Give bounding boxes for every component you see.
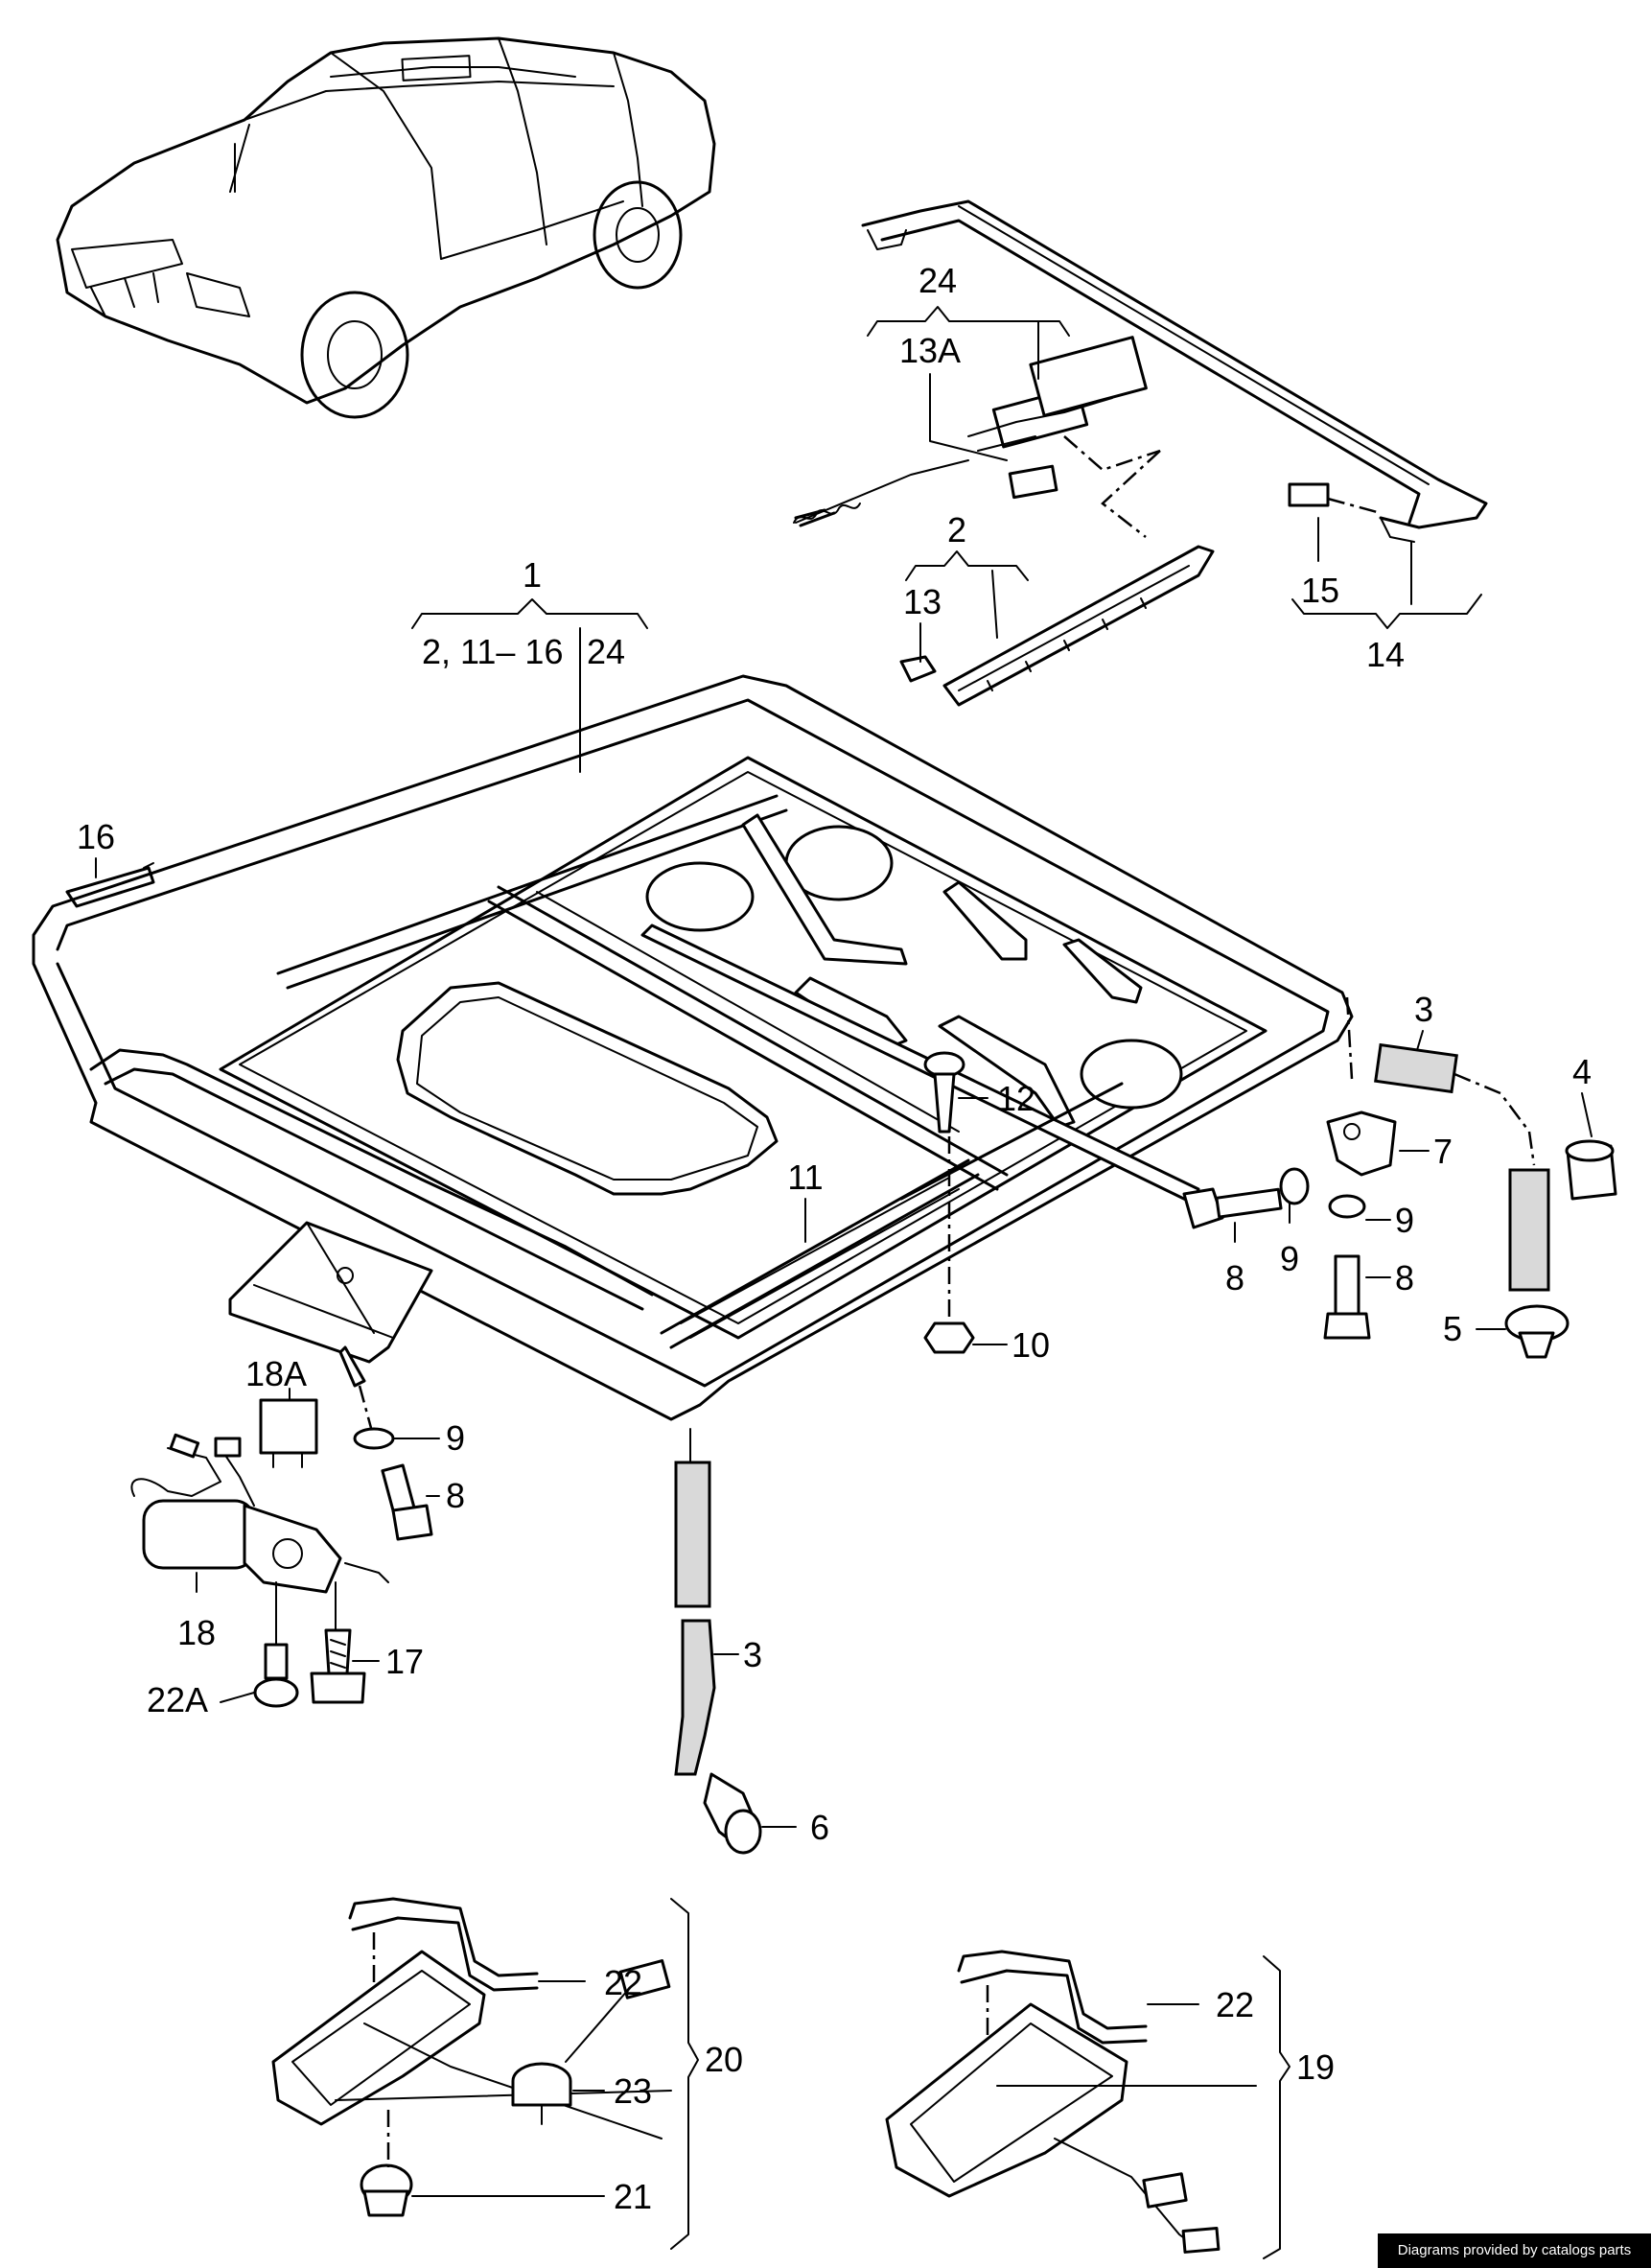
callout-19: 19	[1296, 2047, 1335, 2087]
callout-9-b: 9	[1280, 1239, 1299, 1278]
callout-11: 11	[787, 1157, 823, 1197]
callout-21: 21	[614, 2177, 652, 2216]
footer-credit: Diagrams provided by catalogs parts	[1378, 2233, 1651, 2268]
callout-13: 13	[903, 582, 942, 621]
callout-13a: 13A	[899, 331, 961, 370]
callout-7: 7	[1433, 1132, 1453, 1171]
sunroof-frame	[32, 674, 1354, 1421]
callout-4: 4	[1572, 1052, 1592, 1091]
callout-9-a: 9	[1395, 1201, 1414, 1240]
callout-labels: 1 2, 11– 16 24 24 13A 2 13 15 14 16 3 4 …	[77, 261, 1592, 2216]
switch-assembly-19	[885, 1950, 1257, 2254]
rail-end-16	[65, 862, 155, 908]
callout-8-bolt: 8	[1225, 1258, 1244, 1298]
callout-10: 10	[1012, 1325, 1050, 1365]
callout-22-left: 22	[604, 1963, 642, 2002]
guide-rail-assembly	[861, 199, 1488, 543]
leader-lines	[95, 306, 1593, 2259]
callout-1-sub2: 24	[587, 632, 625, 671]
callout-20: 20	[705, 2040, 743, 2079]
switch-assembly-20	[271, 1897, 672, 2217]
right-side-hardware	[1182, 996, 1617, 1359]
callout-22-right: 22	[1216, 1985, 1254, 2024]
callout-15: 15	[1301, 571, 1339, 610]
cable-guide	[899, 545, 1215, 707]
callout-8-lower: 8	[446, 1476, 465, 1515]
drive-cable-assembly	[793, 336, 1148, 527]
car-illustration	[56, 36, 716, 419]
sunroof-motor	[130, 1385, 433, 1708]
callout-9-lower: 9	[446, 1418, 465, 1458]
callout-3-lower: 3	[743, 1635, 762, 1674]
screw-12-nut-10	[923, 1051, 975, 1354]
callout-16: 16	[77, 817, 115, 856]
callout-12: 12	[997, 1079, 1035, 1118]
callout-18: 18	[177, 1613, 216, 1652]
callout-1: 1	[523, 555, 542, 595]
callout-23: 23	[614, 2071, 652, 2111]
assembly-lines-upper	[1063, 435, 1382, 538]
callout-24: 24	[919, 261, 957, 300]
callout-22a: 22A	[147, 1680, 208, 1719]
callout-6: 6	[810, 1808, 829, 1847]
callout-3-right: 3	[1414, 990, 1433, 1029]
callout-17: 17	[385, 1642, 424, 1681]
callout-8-stud: 8	[1395, 1258, 1414, 1298]
callout-2: 2	[947, 510, 966, 549]
callout-18a: 18A	[245, 1354, 307, 1393]
front-mounting-bracket	[228, 1221, 433, 1388]
callout-1-sub: 2, 11– 16	[422, 632, 563, 671]
callout-14: 14	[1366, 635, 1405, 674]
callout-5: 5	[1443, 1309, 1462, 1348]
drain-hose-lower	[674, 1428, 762, 1855]
